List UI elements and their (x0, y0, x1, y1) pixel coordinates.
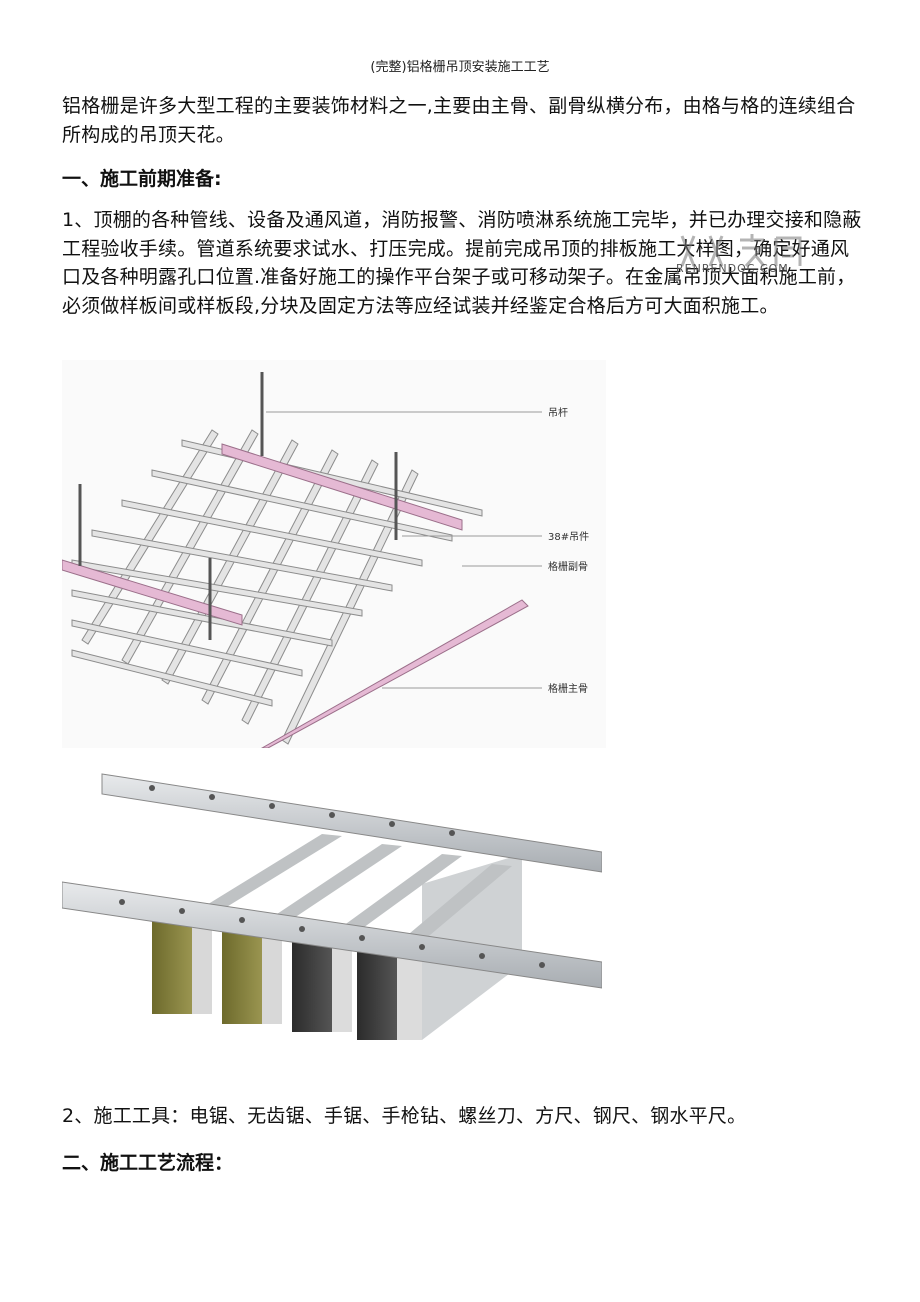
page-header-title: (完整)铝格栅吊顶安装施工工艺 (370, 60, 550, 75)
label-rod: 吊杆 (548, 407, 568, 419)
label-sub-keel: 格栅副骨 (548, 560, 588, 573)
section1-item1: 1、顶棚的各种管线、设备及通风道，消防报警、消防喷淋系统施工完毕，并已办理交接和… (62, 209, 862, 317)
label-hanger: 38#吊件 (548, 531, 589, 543)
aluminum-profile-photo (62, 764, 602, 1088)
intro-paragraph: 铝格栅是许多大型工程的主要装饰材料之一,主要由主骨、副骨纵横分布，由格与格的连续… (62, 95, 856, 146)
section1-item2: 2、施工工具：电锯、无齿锯、手锯、手枪钻、螺丝刀、方尺、钢尺、钢水平尺。 (62, 1105, 747, 1127)
label-main-keel: 格栅主骨 (548, 682, 588, 695)
ceiling-structure-diagram: 吊杆 38#吊件 格栅副骨 格栅主骨 (62, 360, 606, 748)
watermark-logo (680, 234, 802, 267)
watermark-text: RENRENDOC.COM (676, 262, 789, 275)
section1-heading: 一、施工前期准备: (62, 168, 222, 190)
section2-heading: 二、施工工艺流程： (62, 1152, 234, 1174)
